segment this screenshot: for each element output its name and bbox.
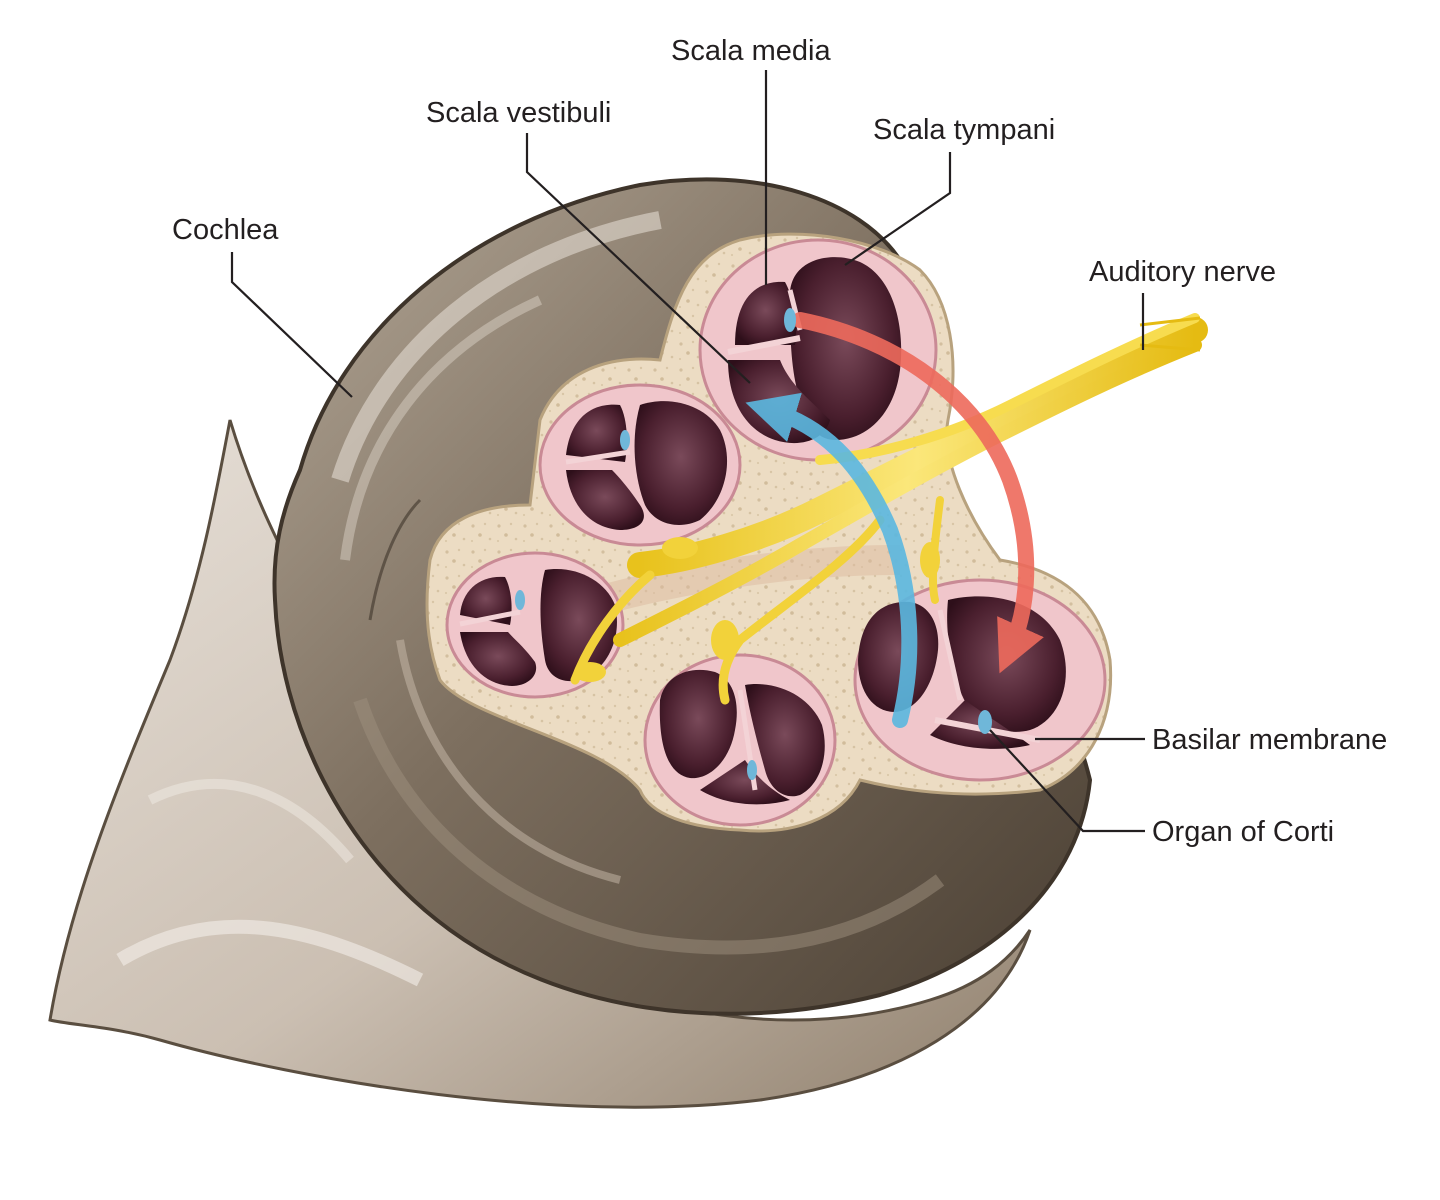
label-scala-media: Scala media	[671, 35, 831, 67]
chamber-group-upper-left	[538, 383, 742, 547]
leader-scala-vestibuli	[525, 133, 751, 384]
leader-scala-tympani	[844, 152, 952, 266]
leader-lines	[230, 70, 1145, 833]
label-auditory-nerve: Auditory nerve	[1089, 256, 1276, 288]
red-flow-arrow	[792, 312, 1044, 674]
leader-cochlea	[230, 252, 353, 398]
blue-flow-arrow	[745, 392, 918, 728]
chamber-group-bottom	[643, 653, 837, 827]
flow-arrows	[745, 312, 1044, 728]
chamber-group-right	[853, 578, 1107, 782]
label-organ-of-corti: Organ of Corti	[1152, 816, 1335, 848]
label-basilar-membrane: Basilar membrane	[1152, 724, 1388, 756]
label-cochlea: Cochlea	[172, 214, 279, 246]
leader-organ-of-corti	[989, 729, 1145, 833]
label-scala-tympani: Scala tympani	[873, 114, 1056, 146]
label-scala-vestibuli: Scala vestibuli	[426, 97, 612, 129]
cochlear-chambers	[445, 238, 1107, 827]
organ-of-corti-details	[515, 308, 992, 780]
auditory-nerve-bundle	[570, 313, 1208, 705]
